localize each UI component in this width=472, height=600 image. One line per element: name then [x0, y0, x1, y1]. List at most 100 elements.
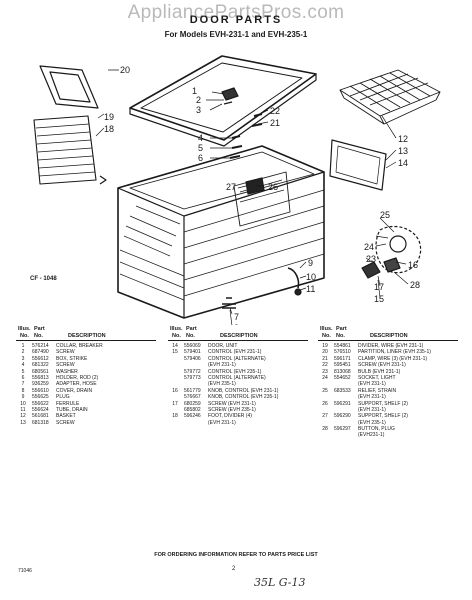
screws — [229, 113, 263, 159]
illus-number: 9 — [21, 394, 25, 401]
callout-22: 22 — [270, 106, 280, 116]
part-number: 556622 — [32, 400, 49, 407]
table-header: Illus. Part No. No. DESCRIPTION — [168, 326, 308, 341]
illus-number: 25 — [322, 387, 328, 394]
callout-25: 25 — [380, 210, 390, 220]
part-number: 561681 — [32, 413, 49, 420]
exploded-parts-diagram: 1 2 3 4 5 6 7 8 9 10 11 12 13 14 15 16 1… — [33, 55, 441, 325]
control-assembly — [361, 225, 422, 279]
table-row: (EVH 235-1) — [168, 381, 308, 387]
door-panel — [129, 55, 317, 147]
part-number: 596297 — [334, 426, 351, 433]
illus-number: 14 — [172, 343, 178, 349]
part-number: 595451 — [334, 362, 351, 369]
illus-number: 1 — [21, 343, 25, 349]
illus-number: 5 — [21, 368, 25, 375]
trim-panel — [329, 139, 387, 191]
illus-number: 6 — [21, 374, 25, 381]
table-row: 11 556624 TUBE, DRAIN — [16, 407, 156, 413]
part-number: 813068 — [334, 368, 351, 375]
wire-basket — [339, 69, 441, 125]
part-description: (EVH 231-1) — [208, 419, 236, 426]
part-description: FOOT, DIVIDER (4) — [208, 413, 252, 420]
part-number: 556624 — [32, 406, 49, 413]
callout-8: 8 — [234, 323, 239, 325]
table-row: 685802 SCREW (EVH 235-1) — [168, 407, 308, 413]
watermark: AppliancePartsPros.com — [127, 2, 345, 23]
part-number: 556612 — [32, 355, 49, 362]
illus-number: 24 — [322, 374, 328, 381]
part-number: 554652 — [334, 374, 351, 381]
callout-7: 7 — [234, 312, 239, 322]
part-number: 936259 — [32, 381, 49, 388]
part-number: 687490 — [32, 349, 49, 356]
ordering-footer: FOR ORDERING INFORMATION REFER TO PARTS … — [154, 552, 318, 558]
part-description: CONTROL (ALTERNATE) — [208, 374, 266, 381]
part-description: DIVIDER, WIRE (EVH 231-1) — [358, 343, 424, 349]
part-description: SCREW (EVH 231-1) — [208, 400, 256, 407]
wire-divider — [33, 115, 107, 185]
part-description: KNOB, CONTROL (EVH 231-1) — [208, 387, 279, 394]
part-description: CONTROL (EVH 235-1) — [208, 368, 262, 375]
part-number: 556813 — [32, 374, 49, 381]
part-description: BUTTON, PLUG — [358, 426, 395, 433]
table-row: (EVH 231-1) — [318, 407, 458, 413]
callout-16: 16 — [408, 260, 418, 270]
part-number: 596171 — [334, 355, 351, 362]
table-row: (EVH 235-1) — [318, 420, 458, 426]
part-description: SCREW — [56, 349, 75, 356]
illus-number: 22 — [322, 362, 328, 369]
part-description: SCREW (EVH 235-1) — [208, 406, 256, 413]
callout-19: 19 — [104, 112, 114, 122]
part-description: WASHER — [56, 368, 78, 375]
callout-24: 24 — [364, 242, 374, 252]
part-number: 556610 — [32, 387, 49, 394]
part-description: (EVH 231-1) — [358, 394, 386, 401]
part-number: 556625 — [32, 394, 49, 401]
part-number: 685802 — [184, 406, 201, 413]
part-description: (EVH 231-1) — [358, 381, 386, 388]
part-description: TUBE, DRAIN — [56, 406, 88, 413]
part-description: PARTITION, LINER (EVH 235-1) — [358, 349, 431, 356]
callout-26: 26 — [268, 182, 278, 192]
part-description: (EVH 231-1) — [358, 406, 386, 413]
callout-13: 13 — [398, 146, 408, 156]
illus-number: 4 — [21, 362, 25, 369]
illus-number: 26 — [322, 400, 328, 407]
part-description: BOX, STRIKE — [56, 355, 88, 362]
callout-4: 4 — [198, 133, 203, 143]
part-number: 579406 — [184, 355, 201, 362]
callout-27: 27 — [226, 182, 236, 192]
illus-number: 23 — [322, 368, 328, 375]
illus-number: 19 — [322, 343, 328, 349]
part-number: 596246 — [184, 413, 201, 420]
part-description: CLAMP, WIRE (3) (EVH 231-1) — [358, 355, 428, 362]
handwritten-note: 35L G-13 — [254, 576, 306, 589]
part-description: BASKET — [56, 413, 76, 420]
table-row: (EVH 231-1) — [318, 381, 458, 387]
page-number: 2 — [232, 566, 236, 572]
illus-number: 8 — [21, 387, 25, 394]
illus-number: 11 — [20, 406, 26, 413]
table-row: (EVH 231-1) — [318, 394, 458, 400]
part-description: BULB (EVH 231-1) — [358, 368, 401, 375]
